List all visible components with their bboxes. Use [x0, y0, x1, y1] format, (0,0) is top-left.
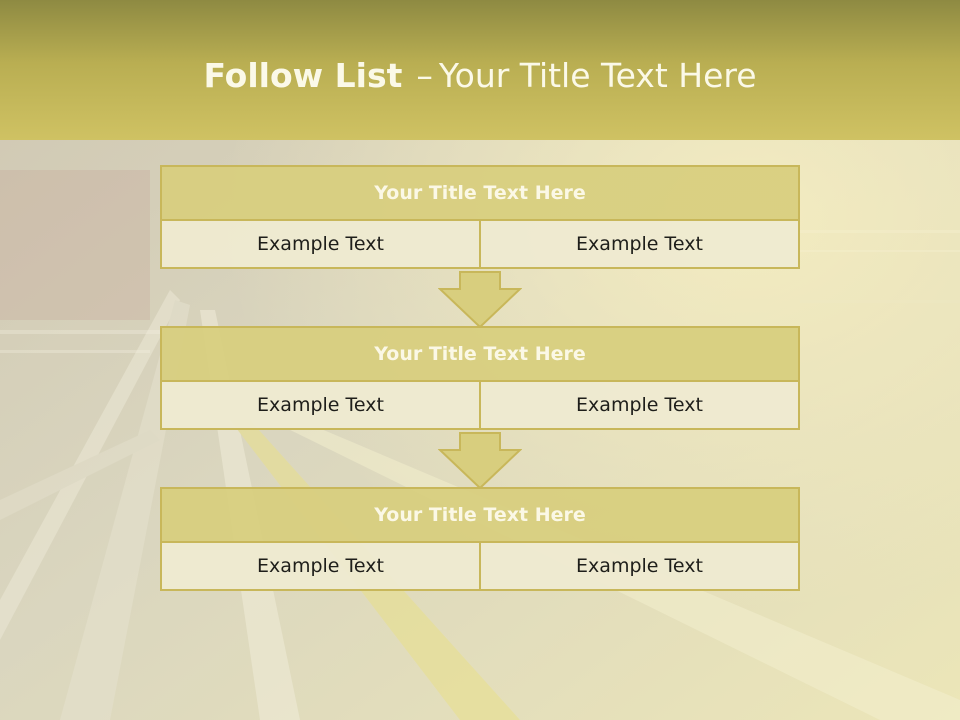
down-arrow-icon — [438, 271, 522, 329]
step-block-2: Your Title Text Here Example Text Exampl… — [160, 326, 800, 430]
step-block-3: Your Title Text Here Example Text Exampl… — [160, 487, 800, 591]
step-row: Example Text Example Text — [160, 541, 800, 591]
step-header: Your Title Text Here — [160, 165, 800, 221]
down-arrow-icon — [438, 432, 522, 490]
step-cell-right: Example Text — [479, 219, 800, 269]
slide-title: Follow List–Your Title Text Here — [0, 52, 960, 100]
step-cell-left: Example Text — [160, 541, 481, 591]
step-block-1: Your Title Text Here Example Text Exampl… — [160, 165, 800, 269]
title-separator: – — [416, 56, 433, 95]
step-header: Your Title Text Here — [160, 487, 800, 543]
step-cell-left: Example Text — [160, 219, 481, 269]
step-cell-right: Example Text — [479, 380, 800, 430]
title-main: Follow List — [203, 56, 403, 95]
step-cell-right: Example Text — [479, 541, 800, 591]
step-cell-left: Example Text — [160, 380, 481, 430]
step-row: Example Text Example Text — [160, 219, 800, 269]
title-sub: Your Title Text Here — [438, 56, 757, 95]
step-row: Example Text Example Text — [160, 380, 800, 430]
step-header: Your Title Text Here — [160, 326, 800, 382]
title-band — [0, 0, 960, 140]
